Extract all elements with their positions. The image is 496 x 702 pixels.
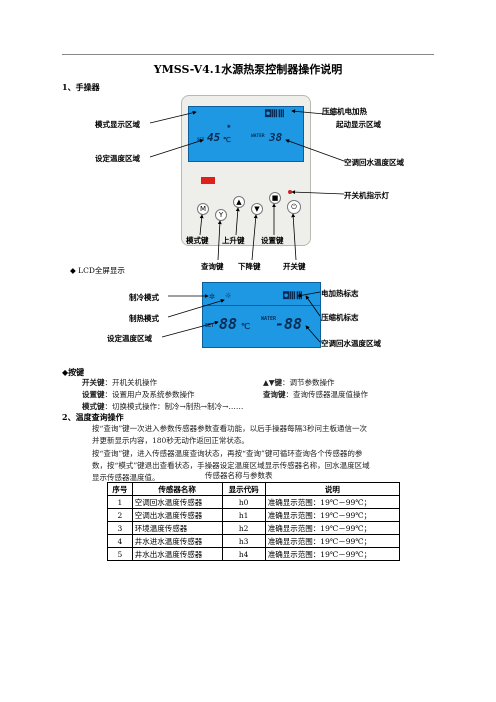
- snowflake-icon: ✱: [227, 123, 231, 130]
- header-rule: [62, 54, 434, 55]
- table-header-row: 序号 传感器名称 显示代码 说明: [107, 482, 401, 496]
- controller-lcd: ◘ⅢⅢ SET 45 ℃ WATER 38 ✱: [188, 106, 304, 162]
- cell: h4: [221, 547, 266, 561]
- label-up-key: 上升键: [222, 236, 245, 245]
- key-desc-mode: 模式键：切换模式操作：制冷→制热→制冷→……: [82, 402, 244, 411]
- lcd2-water-value: -88: [275, 315, 303, 333]
- lcd1-water-label: WATER: [251, 134, 265, 139]
- cell: 准确显示范围：19℃－99℃；: [264, 495, 401, 509]
- key-desc: 查询传感器温度值操作: [293, 390, 368, 399]
- key-desc-power: 开关键：开机关机操作: [82, 378, 157, 387]
- label-down-key: 下降键: [238, 262, 261, 271]
- paragraph-line: 并更新显示内容，180秒无动作返回正常状态。: [92, 436, 249, 445]
- lcd1-water-value: 38: [269, 131, 283, 144]
- label-power-key: 开关键: [283, 262, 306, 271]
- cell: h3: [221, 534, 266, 548]
- cell: 4: [107, 534, 133, 548]
- table-caption: 传感器名称与参数表: [205, 471, 273, 480]
- table-row: 1 空调回水温度传感器 h0 准确显示范围：19℃－99℃；: [107, 495, 401, 509]
- key-desc: 切换模式操作：制冷→制热→制冷→……: [112, 402, 244, 411]
- page-title: YMSS-V4.1水源热泵控制器操作说明: [153, 63, 343, 76]
- label-query-key: 查询键: [201, 262, 224, 271]
- paragraph-line: 按“查询”键，进入传感器温度查询状态，再按“查询”键可循环查询各个传感器的参: [92, 449, 363, 458]
- key-desc-query: 查询键：查询传感器温度值操作: [263, 390, 368, 399]
- lcd2-water-label: WATER: [261, 316, 277, 322]
- label-lcd-set-temp: 设定温度区域: [107, 334, 152, 343]
- label-compressor-heater: 压缩机电加热: [322, 107, 367, 116]
- label-cooling-mode: 制冷模式: [129, 293, 159, 302]
- label-heating-mode: 制热模式: [129, 314, 159, 323]
- cell: 空调出水温度传感器: [131, 508, 223, 522]
- cell: h0: [221, 495, 266, 509]
- section-2-heading: 2、温度查询操作: [62, 412, 124, 422]
- key-name: 查询键: [263, 390, 286, 399]
- sensor-table: 序号 传感器名称 显示代码 说明 1 空调回水温度传感器 h0 准确显示范围：1…: [107, 482, 401, 561]
- lcd-full-heading-text: LCD全屏显示: [78, 266, 125, 275]
- cell: 井水进水温度传感器: [131, 534, 223, 548]
- label-mode-display: 模式显示区域: [95, 120, 140, 129]
- col-header: 说明: [264, 482, 401, 496]
- cell: 环境温度传感器: [131, 521, 223, 535]
- key-desc: 开机关机操作: [112, 378, 157, 387]
- paragraph-line: 显示传感器温度值。: [92, 473, 160, 482]
- lcd2-set-value: 88: [219, 315, 238, 333]
- sun-icon: ☼: [225, 291, 232, 302]
- cell: 准确显示范围：19℃－99℃；: [264, 521, 401, 535]
- label-heater-mark: 电加热标志: [321, 289, 359, 298]
- paragraph-line: 按“查询”键一次进入参数传感器参数查看功能，以后手操器每隔3秒问主板通信一次: [92, 424, 367, 433]
- cell: 井水出水温度传感器: [131, 547, 223, 561]
- power-indicator-dot: [288, 190, 292, 194]
- heater-icon: ◘ⅢⅢ: [283, 291, 303, 302]
- key-desc: 调节参数操作: [289, 378, 335, 387]
- up-key-button[interactable]: ▲: [233, 196, 245, 208]
- lcd2-set-tag: SET: [205, 323, 215, 329]
- table-row: 2 空调出水温度传感器 h1 准确显示范围：19℃－99℃；: [107, 508, 401, 522]
- label-set-key: 设置键: [261, 236, 284, 245]
- keys-heading: ◆按键: [62, 367, 85, 377]
- cell: 2: [107, 508, 133, 522]
- cell: h2: [221, 521, 266, 535]
- full-lcd-display: ✲ ☼ ◘ⅢⅢ SET 88 ℃ WATER -88: [202, 282, 321, 348]
- label-compressor-mark: 压缩机标志: [321, 313, 359, 322]
- key-desc-set: 设置键：设置用户及系统参数操作: [82, 390, 195, 399]
- label-return-water: 空调回水温度区域: [344, 158, 404, 167]
- lcd-divider: [203, 305, 320, 306]
- cell: 3: [107, 521, 133, 535]
- key-name: 开关键: [82, 378, 105, 387]
- lcd1-set-value: 45: [207, 131, 221, 144]
- label-power-indicator: 开关机指示灯: [344, 191, 389, 200]
- key-name: 模式键: [82, 402, 105, 411]
- cell: 5: [107, 547, 133, 561]
- table-row: 5 井水出水温度传感器 h4 准确显示范围：19℃－99℃；: [107, 547, 401, 561]
- key-name: ▲▼键: [263, 378, 283, 387]
- snowflake-icon: ✲: [209, 291, 216, 302]
- section-1-heading: 1、手操器: [62, 82, 100, 92]
- paragraph-line: 数，按“模式”键退出查看状态，手操器设定温度区域显示传感器名称，回水温度区域: [92, 461, 370, 470]
- power-indicator-led: [201, 177, 215, 184]
- col-header: 序号: [107, 482, 133, 496]
- table-row: 3 环境温度传感器 h2 准确显示范围：19℃－99℃；: [107, 521, 401, 535]
- cell: h1: [221, 508, 266, 522]
- lcd2-unit: ℃: [241, 322, 250, 331]
- cell: 1: [107, 495, 133, 509]
- cell: 准确显示范围：19℃－99℃；: [264, 508, 401, 522]
- key-name: 设置键: [82, 390, 105, 399]
- lcd1-unit: ℃: [223, 136, 231, 144]
- label-start-display: 起动显示区域: [336, 120, 381, 129]
- key-desc-updown: ▲▼键：调节参数操作: [263, 378, 335, 387]
- col-header: 显示代码: [221, 482, 266, 496]
- table-row: 4 井水进水温度传感器 h3 准确显示范围：19℃－99℃；: [107, 534, 401, 548]
- cell: 准确显示范围：19℃－99℃；: [264, 547, 401, 561]
- col-header: 传感器名称: [131, 482, 223, 496]
- key-desc: 设置用户及系统参数操作: [112, 390, 195, 399]
- heater-icon: ◘ⅢⅢ: [265, 109, 285, 120]
- label-lcd-return-water: 空调回水温度区域: [321, 339, 381, 348]
- cell: 空调回水温度传感器: [131, 495, 223, 509]
- cell: 准确显示范围：19℃－99℃；: [264, 534, 401, 548]
- label-mode-key: 模式键: [186, 236, 209, 245]
- lcd-full-heading: ◆ LCD全屏显示: [70, 266, 125, 275]
- label-set-temp: 设定温度区域: [95, 154, 140, 163]
